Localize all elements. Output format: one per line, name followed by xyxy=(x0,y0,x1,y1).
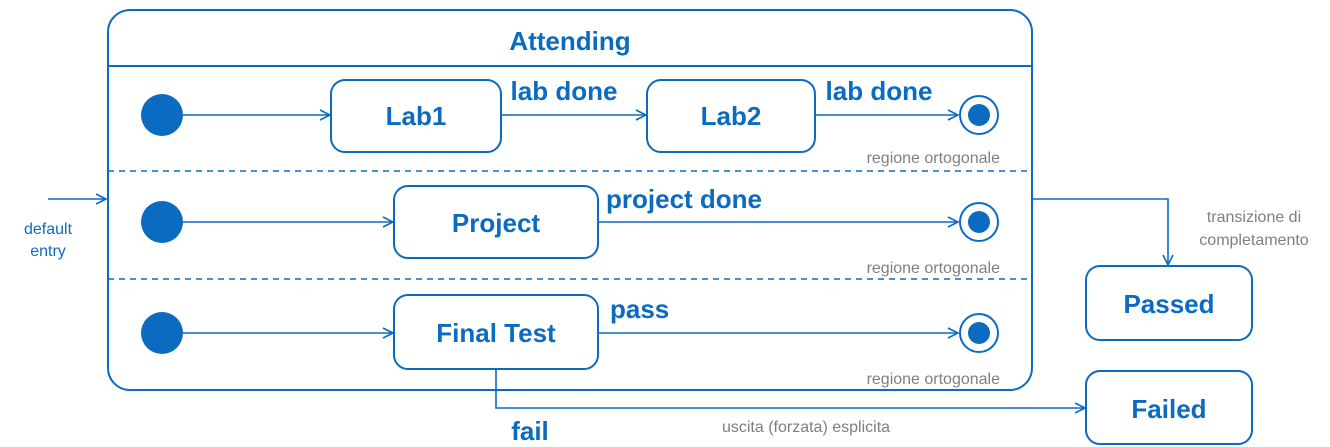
composite-state-title: Attending xyxy=(509,26,630,56)
state-lab2[interactable] xyxy=(646,79,816,153)
final-state-core xyxy=(968,211,990,233)
state-lab2-label: Lab2 xyxy=(701,101,762,131)
completion-label: transizione di xyxy=(1207,209,1301,226)
region-label: regione ortogonale xyxy=(867,371,1001,388)
final-state-core xyxy=(968,104,990,126)
transition-label: lab done xyxy=(826,76,933,106)
transition-label: lab done xyxy=(511,76,618,106)
state-lab1[interactable] xyxy=(330,79,502,153)
state-failed-label: Failed xyxy=(1131,394,1206,424)
region-label: regione ortogonale xyxy=(867,150,1001,167)
state-lab1-label: Lab1 xyxy=(386,101,447,131)
state-failed[interactable] xyxy=(1085,370,1253,445)
fail-label: fail xyxy=(511,416,549,446)
default-entry-label: entry xyxy=(30,243,66,260)
initial-pseudostate xyxy=(141,94,183,136)
region-label: regione ortogonale xyxy=(867,260,1001,277)
completion-label: completamento xyxy=(1199,232,1308,249)
final-state-core xyxy=(968,322,990,344)
explicit-exit-arrow xyxy=(495,369,1085,408)
state-passed-label: Passed xyxy=(1123,289,1214,319)
default-entry-label: default xyxy=(24,221,73,238)
state-project-label: Project xyxy=(452,208,540,238)
completion-transition-arrow xyxy=(1032,198,1168,265)
explicit-exit-label: uscita (forzata) esplicita xyxy=(722,419,890,436)
initial-pseudostate xyxy=(141,312,183,354)
initial-pseudostate xyxy=(141,201,183,243)
transition-label: project done xyxy=(606,184,762,214)
transition-label: pass xyxy=(610,294,669,324)
state-final-test-label: Final Test xyxy=(436,318,556,348)
state-passed[interactable] xyxy=(1085,265,1253,341)
